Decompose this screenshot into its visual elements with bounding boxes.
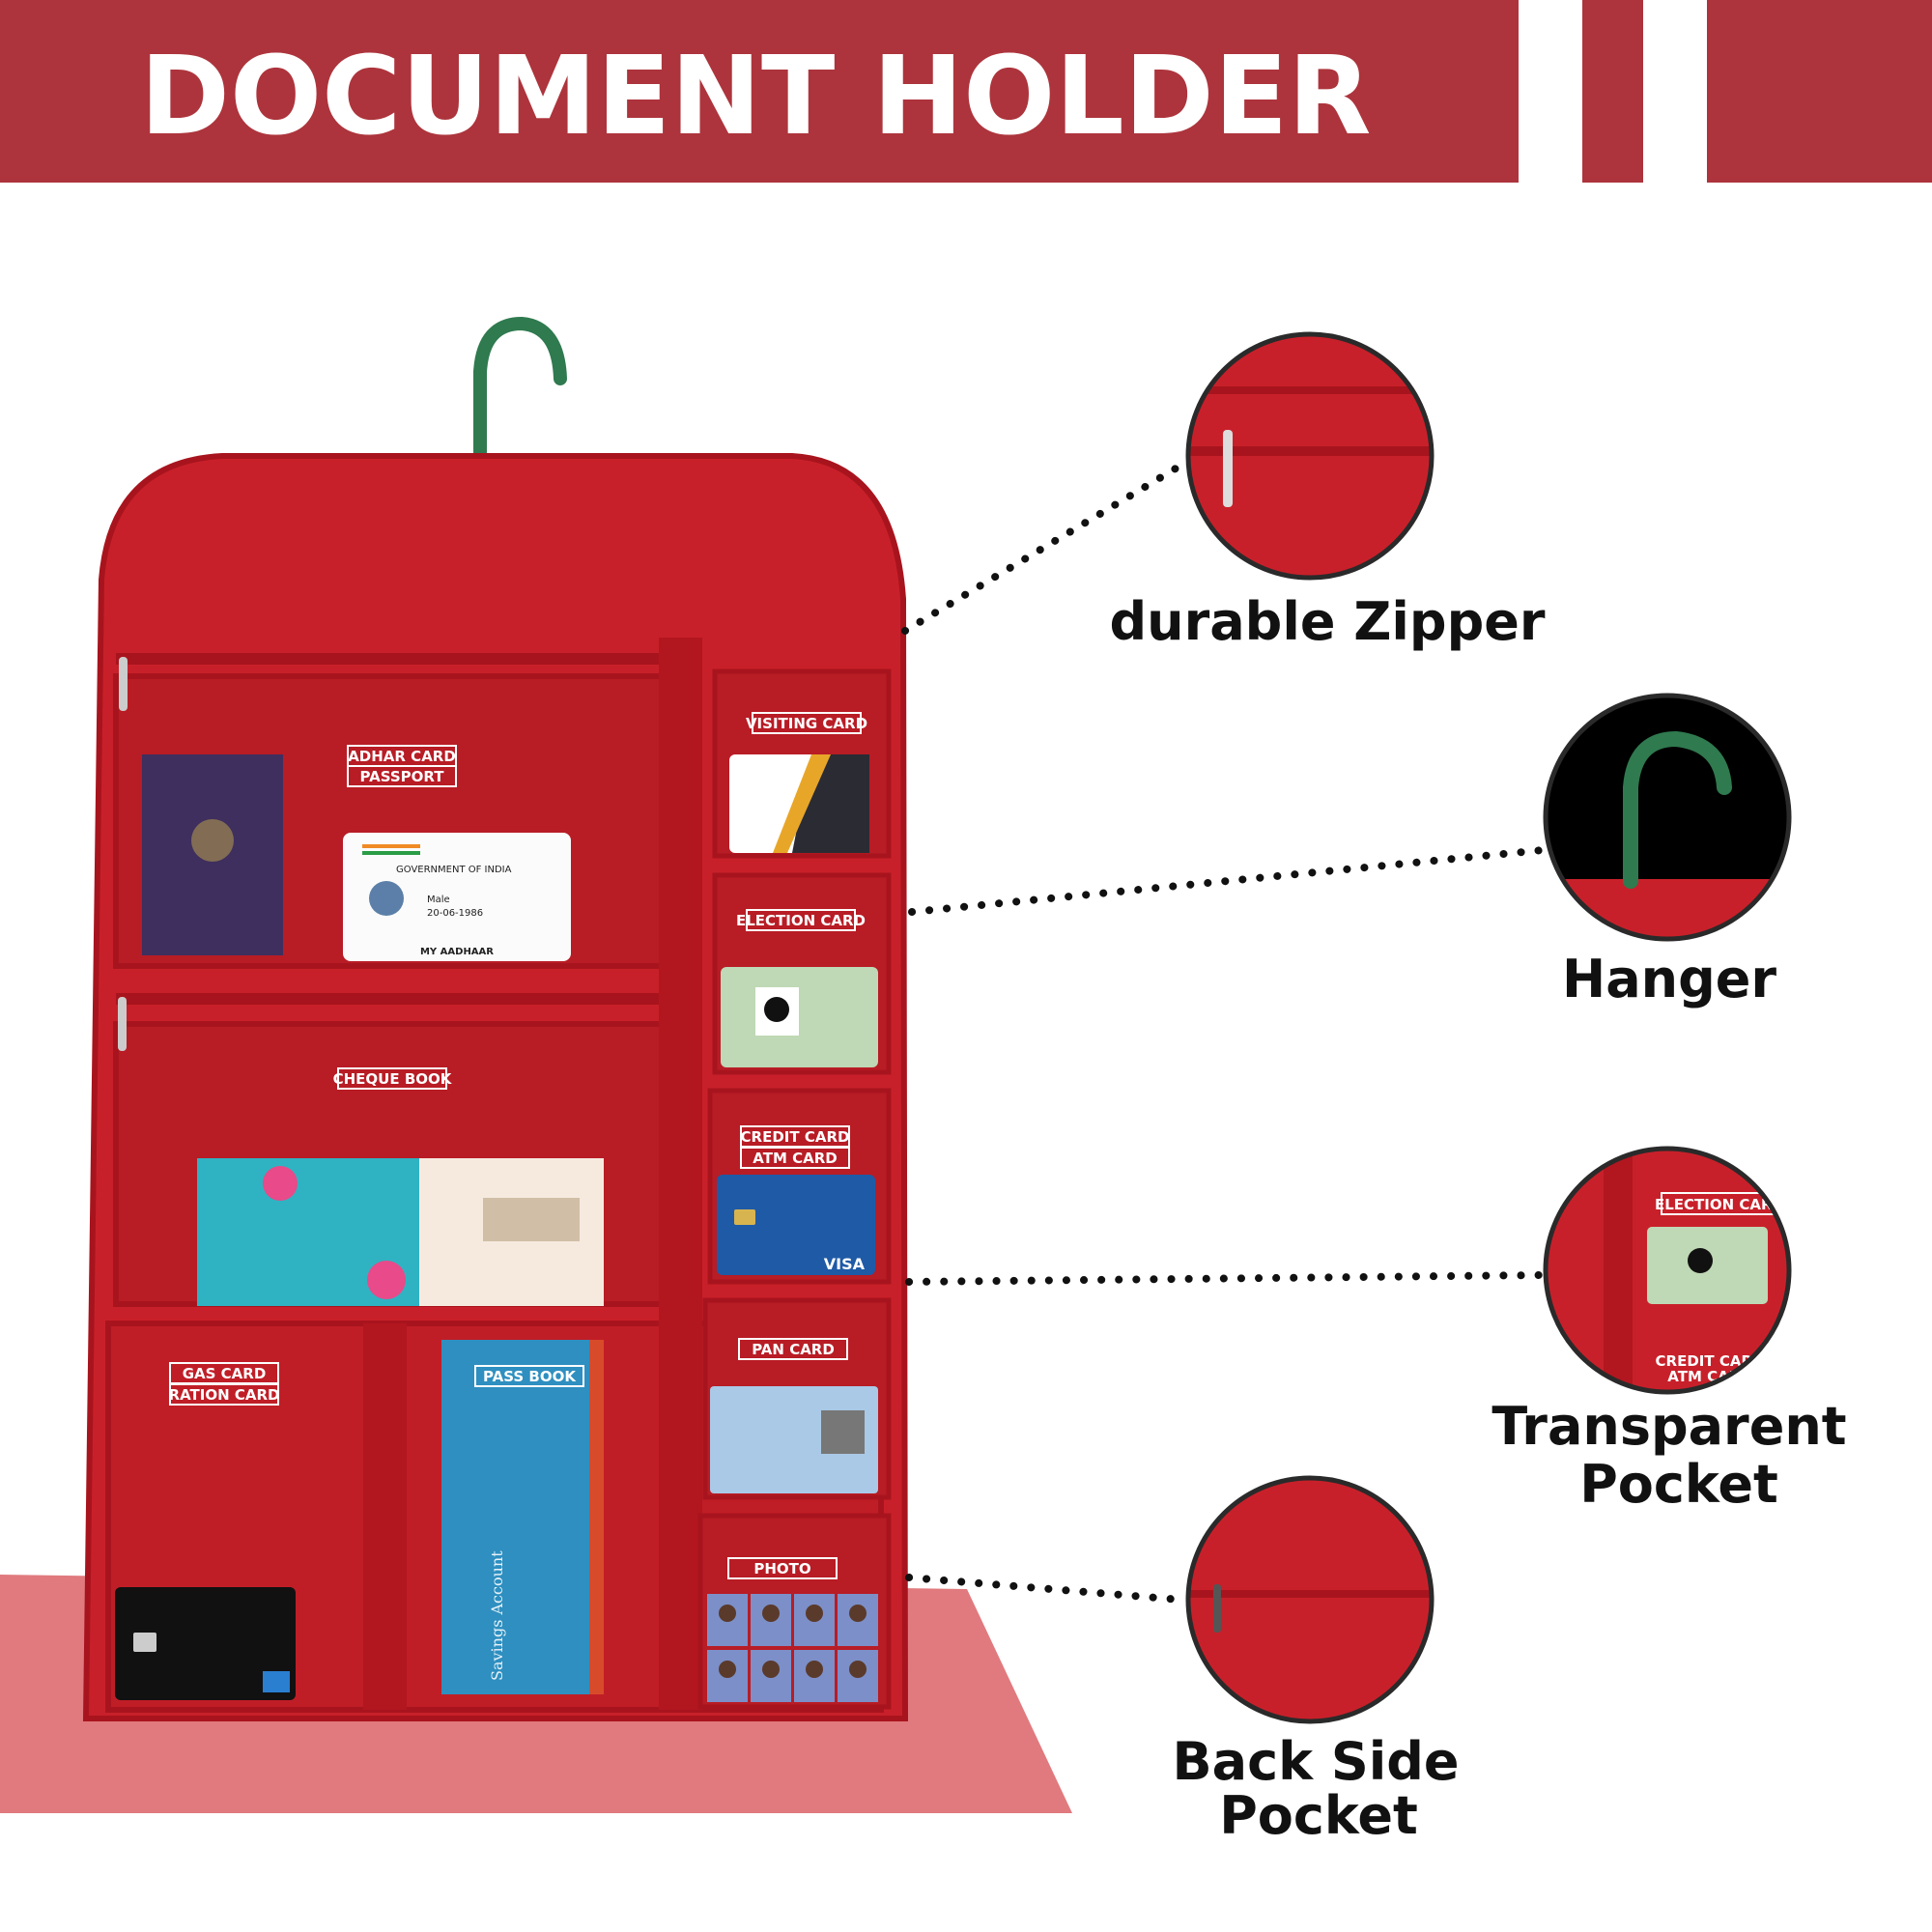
- label-frame: [347, 765, 457, 787]
- svg-text:20-06-1986: 20-06-1986: [427, 908, 483, 919]
- svg-text:VISA: VISA: [824, 1255, 866, 1273]
- pocket-label-election: ELECTION CARD: [736, 912, 866, 929]
- credit-card: VISA: [717, 1175, 875, 1275]
- photo-grid: [707, 1594, 878, 1702]
- black-card: [115, 1587, 296, 1700]
- feature-labels: durable Zipper Hanger Transparent Pocket…: [1110, 591, 1847, 1846]
- pocket-label-credit: CREDIT CARD: [741, 1128, 850, 1146]
- feature-transparent-label-2: Pocket: [1579, 1454, 1778, 1515]
- feature-back-label-1: Back Side: [1173, 1731, 1460, 1792]
- svg-text:MY AADHAAR: MY AADHAAR: [420, 947, 494, 957]
- label-frame: [752, 712, 862, 734]
- pocket-label-adhar: ADHAR CARD: [348, 748, 456, 765]
- connector-zipper: [901, 462, 1184, 635]
- label-frame: [337, 1067, 447, 1090]
- label-frame: [738, 1338, 848, 1360]
- svg-text:ELECTION CARD: ELECTION CARD: [1655, 1196, 1784, 1213]
- label-frame: [474, 1365, 584, 1387]
- feature-zipper-label: durable Zipper: [1110, 591, 1546, 652]
- transparent-pocket-detail-circle: ELECTION CARD CREDIT CARD ATM CARD: [1543, 1146, 1792, 1395]
- feature-transparent-label-1: Transparent: [1492, 1396, 1846, 1457]
- svg-text:Male: Male: [427, 895, 450, 905]
- label-frame: [727, 1557, 838, 1579]
- header-banner: DOCUMENT HOLDER: [0, 0, 1932, 183]
- pocket-label-passbook: PASS BOOK: [483, 1368, 577, 1385]
- pocket-label-pan: PAN CARD: [752, 1341, 835, 1358]
- pocket-label-cheque: CHEQUE BOOK: [333, 1070, 453, 1088]
- hanger-detail-circle: [1543, 693, 1792, 942]
- feature-back-label-2: Pocket: [1219, 1785, 1418, 1846]
- pass-book: Savings Account: [441, 1340, 604, 1694]
- zipper-pull-icon: [118, 997, 127, 1051]
- pocket-label-ration: RATION CARD: [169, 1386, 280, 1404]
- label-frame: [169, 1383, 279, 1406]
- pocket-label-photo: PHOTO: [753, 1560, 810, 1577]
- connector-hanger: [908, 846, 1547, 916]
- page-title: DOCUMENT HOLDER: [140, 34, 1371, 159]
- feature-hanger-label: Hanger: [1562, 949, 1776, 1009]
- svg-text:Savings Account: Savings Account: [488, 1550, 506, 1681]
- zipper-pull-icon: [119, 657, 128, 711]
- svg-text:GOVERNMENT OF INDIA: GOVERNMENT OF INDIA: [396, 865, 512, 875]
- pocket-label-visiting: VISITING CARD: [746, 715, 867, 732]
- connector-transparent: [905, 1271, 1544, 1286]
- svg-text:CREDIT CARD: CREDIT CARD: [1656, 1352, 1765, 1370]
- election-card: [721, 967, 878, 1067]
- back-pocket-detail-circle: [1185, 1475, 1435, 1724]
- connector-back: [905, 1574, 1184, 1604]
- aadhaar-card: GOVERNMENT OF INDIA Male 20-06-1986 MY A…: [343, 833, 571, 961]
- hanger-hook: [473, 316, 567, 459]
- pocket-label-gas: GAS CARD: [183, 1365, 267, 1382]
- label-frame: [746, 909, 856, 931]
- label-frame: [740, 1147, 850, 1169]
- zipper-detail-circle: [1185, 331, 1435, 581]
- document-holder-bag: GOVERNMENT OF INDIA Male 20-06-1986 MY A…: [82, 453, 909, 1721]
- pocket-label-atm: ATM CARD: [753, 1150, 837, 1167]
- pocket-label-passport: PASSPORT: [359, 768, 444, 785]
